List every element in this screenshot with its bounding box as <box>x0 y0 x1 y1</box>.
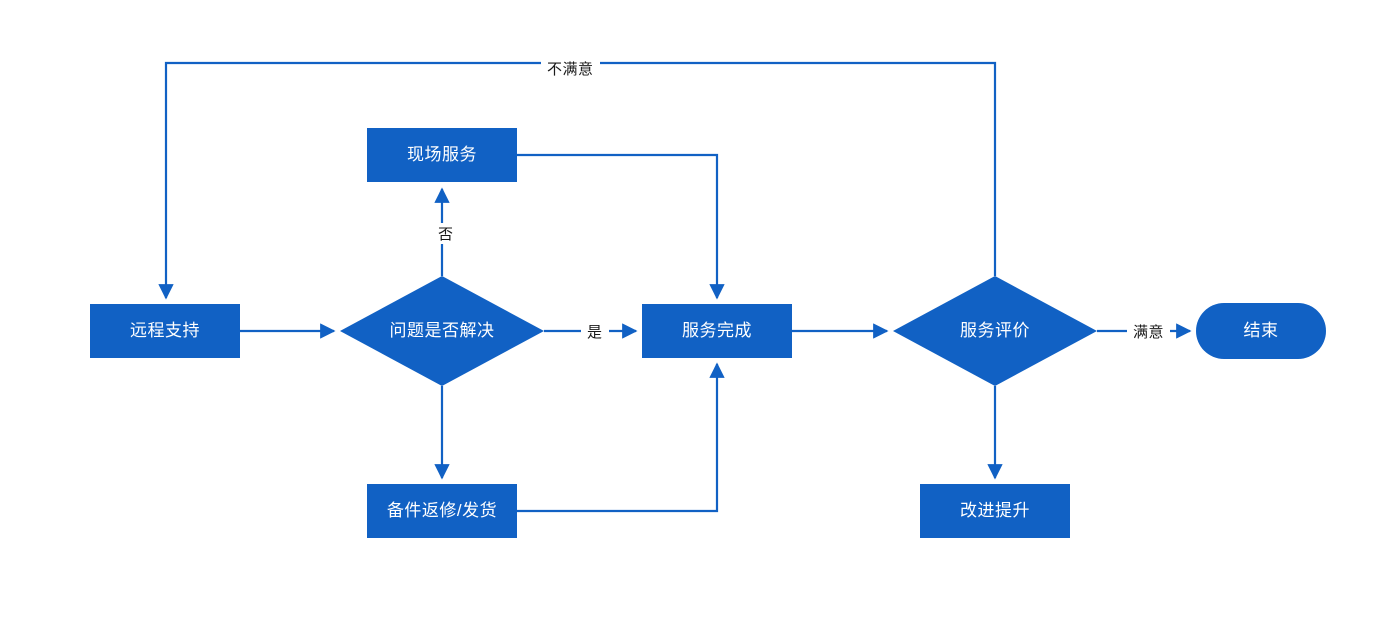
node-service-done-label: 服务完成 <box>682 320 752 340</box>
node-problem-solved[interactable]: 问题是否解决 <box>340 276 544 386</box>
edge-parts-to-done <box>517 362 725 513</box>
edge-label-no: 否 <box>432 223 460 244</box>
edge-label-dissatisfied: 不满意 <box>541 58 600 79</box>
node-end[interactable]: 结束 <box>1196 303 1326 359</box>
node-service-done[interactable]: 服务完成 <box>642 304 792 358</box>
node-end-label: 结束 <box>1243 320 1279 340</box>
edge-label-satisfied: 满意 <box>1127 321 1171 342</box>
edge-review-unsat-remote <box>158 61 997 300</box>
edge-label-yes: 是 <box>581 321 609 342</box>
node-service-review[interactable]: 服务评价 <box>893 276 1097 386</box>
node-parts-repair-label: 备件返修/发货 <box>386 500 498 520</box>
node-improvement[interactable]: 改进提升 <box>920 484 1070 538</box>
node-parts-repair[interactable]: 备件返修/发货 <box>367 484 517 538</box>
diamond-shape-icon <box>340 276 544 386</box>
node-improvement-label: 改进提升 <box>960 500 1030 520</box>
node-remote-support-label: 远程支持 <box>130 320 200 340</box>
node-onsite-service-label: 现场服务 <box>407 144 477 164</box>
diamond-shape-icon <box>893 276 1097 386</box>
node-remote-support[interactable]: 远程支持 <box>90 304 240 358</box>
node-onsite-service[interactable]: 现场服务 <box>367 128 517 182</box>
edge-onsite-to-done <box>517 153 725 300</box>
